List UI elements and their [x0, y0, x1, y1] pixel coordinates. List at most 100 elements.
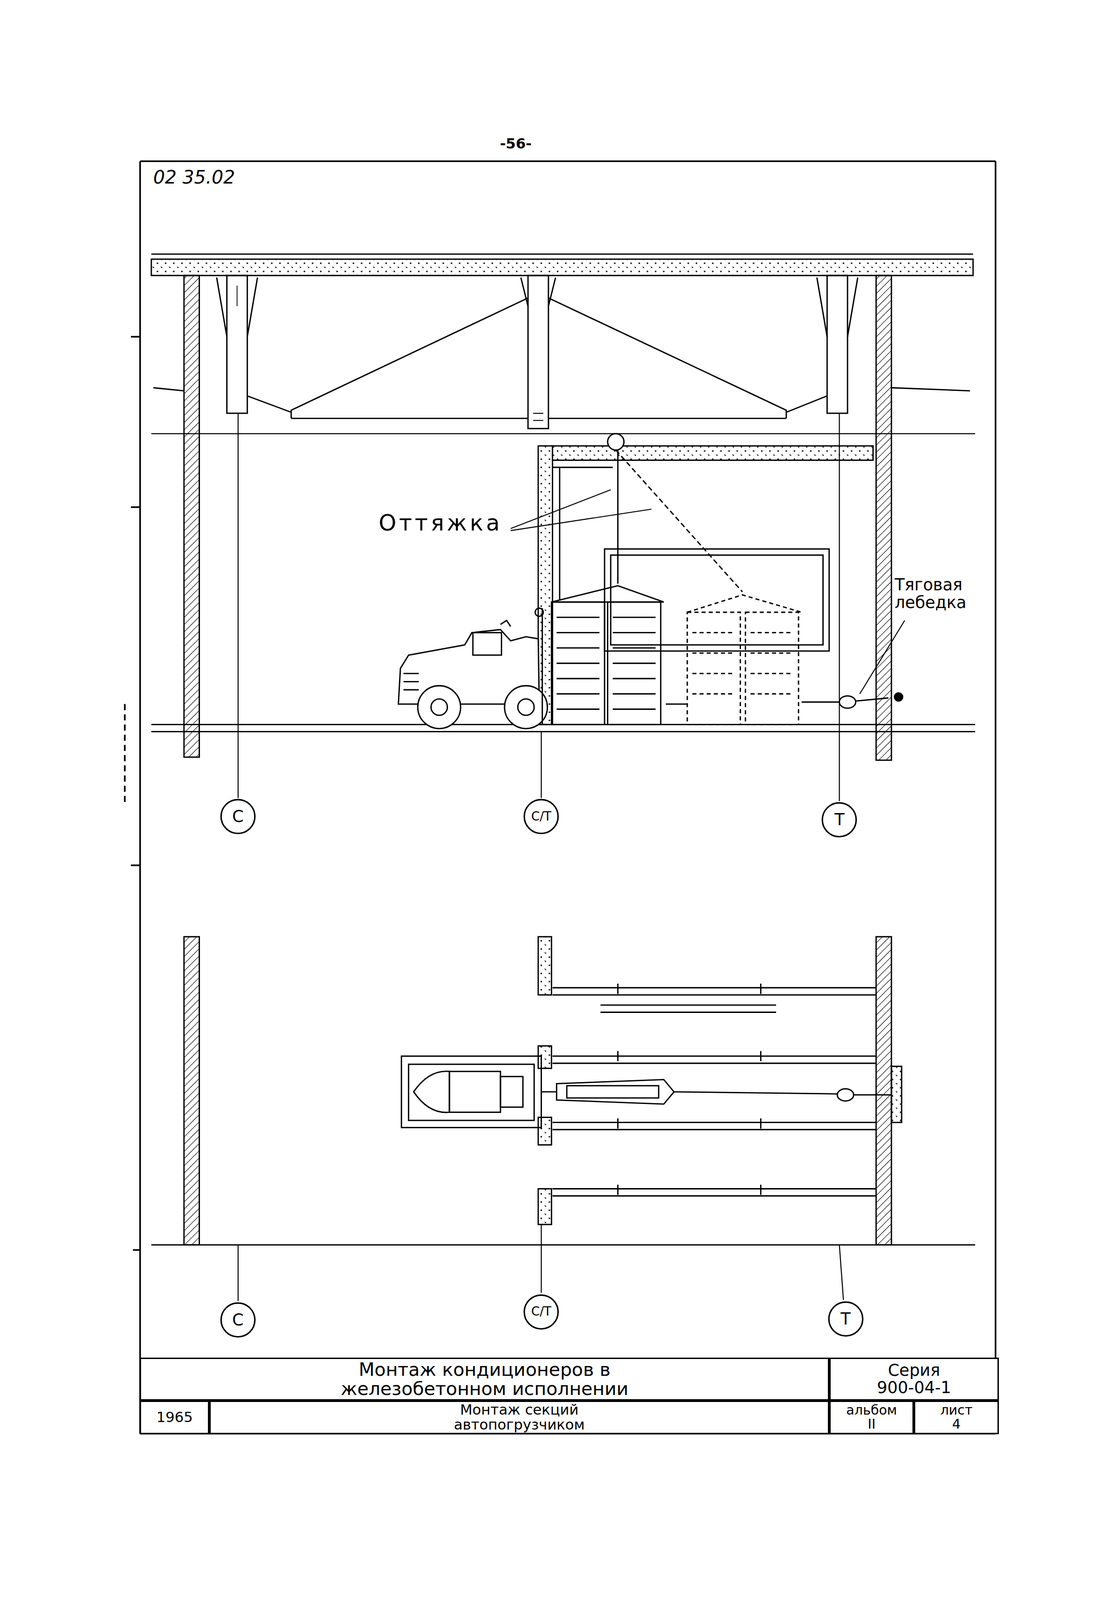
axis-label: С — [232, 1311, 244, 1330]
building-section-part — [227, 275, 248, 414]
forklift-side — [398, 608, 548, 729]
title-block-cell: Серия900-04-1 — [829, 1358, 999, 1402]
forklift-side-part — [541, 608, 543, 725]
plan-view-part — [552, 1122, 877, 1130]
ac-sections-part-part — [745, 612, 799, 725]
title-block-text: лист — [940, 1403, 973, 1418]
plan-view-part — [876, 937, 892, 1246]
building-section-part — [151, 433, 976, 435]
plan-view-part — [538, 937, 552, 996]
rigging — [510, 434, 743, 603]
plan-view-part — [151, 1244, 976, 1247]
sheet-frame-part — [123, 704, 126, 807]
title-block-cell: Монтаж кондиционеров в железобетонном ис… — [139, 1358, 830, 1402]
title-block-cell: Монтаж секций автопогрузчиком — [209, 1401, 830, 1435]
building-section-part — [236, 285, 238, 307]
plan-view — [151, 937, 976, 1302]
forklift-plan-part — [541, 1091, 557, 1093]
axis-circle — [524, 800, 558, 834]
sheet-frame-part — [130, 335, 141, 338]
plan-view-part — [839, 1245, 844, 1301]
conditioner-chamber-part — [604, 549, 830, 652]
axis-label: Т — [840, 1310, 851, 1329]
sheet-frame-part — [139, 161, 141, 1435]
conditioner-chamber-part — [552, 467, 613, 601]
plan-view-part — [617, 983, 761, 1196]
plan-view-part — [538, 1118, 552, 1146]
axis-circle — [822, 803, 857, 837]
forklift-side-part — [472, 633, 502, 656]
sheet-frame — [124, 161, 996, 1435]
sheet-frame-part — [994, 161, 997, 1435]
building-section-part — [291, 298, 528, 419]
ac-sections-part — [607, 602, 662, 725]
ac-sections-part-part — [687, 595, 802, 613]
callout-label: Тяговая лебедка — [894, 576, 993, 613]
building-section-part — [151, 259, 974, 276]
building-section-part — [816, 277, 858, 337]
sheet-frame-part — [130, 506, 141, 508]
title-block-text: Серия — [887, 1362, 941, 1380]
rigging-part — [615, 450, 743, 593]
forklift-side-part — [517, 699, 535, 716]
conditioner-chamber — [538, 446, 874, 725]
title-block-text: 4 — [952, 1417, 961, 1432]
forklift-plan-part — [408, 1064, 535, 1121]
axis-marker: С/Т — [522, 798, 560, 836]
conditioner-chamber-part — [538, 446, 553, 725]
forklift-plan-part — [401, 1056, 542, 1128]
plan-view-part — [184, 937, 200, 1246]
traction-winch-part — [839, 696, 856, 709]
page-number: -56- — [479, 135, 552, 152]
section-being-pulled-part — [891, 1066, 902, 1123]
forklift-plan-part — [500, 1076, 523, 1108]
forklift-plan-part — [413, 1071, 449, 1113]
axis-marker: Т — [827, 1301, 865, 1339]
axis-label: Т — [834, 811, 845, 829]
axis-label: С/Т — [531, 1305, 552, 1319]
traction-winch-part — [855, 698, 889, 702]
title-block-text: 900-04-1 — [876, 1379, 952, 1397]
building-section-part — [216, 277, 258, 337]
ac-sections-part — [612, 617, 656, 710]
ac-sections — [551, 595, 802, 725]
axis-label: С/Т — [531, 810, 552, 824]
building-section-part — [184, 275, 200, 758]
building-section-part — [548, 298, 787, 419]
traction-winch-part — [859, 620, 905, 694]
title-block-cell: лист4 — [913, 1401, 999, 1435]
plan-view-part — [552, 988, 877, 996]
axis-label: С — [232, 808, 244, 826]
axis-marker: С/Т — [522, 1294, 560, 1332]
section-being-pulled — [556, 1066, 902, 1123]
building-section-part — [876, 275, 892, 761]
forklift-side-part — [500, 620, 511, 627]
ac-sections-part-part — [687, 612, 741, 725]
building-section-part — [540, 732, 542, 799]
rigging-part — [607, 434, 625, 451]
conditioner-chamber-part — [610, 555, 823, 646]
section-being-pulled-part — [674, 1092, 838, 1095]
section-being-pulled-part — [566, 1086, 659, 1099]
building-section-part — [153, 387, 970, 392]
forklift-plan-part — [449, 1071, 501, 1113]
forklift-plan — [401, 1056, 557, 1128]
sheet-frame-part — [140, 160, 996, 162]
ac-sections-part — [551, 602, 605, 725]
rigging-part — [510, 490, 652, 531]
building-section-part — [838, 413, 840, 802]
forklift-side-part — [403, 673, 420, 691]
sheet-frame-part — [133, 1249, 141, 1252]
section-being-pulled-part — [556, 1080, 674, 1105]
forklift-side-part — [431, 699, 448, 716]
drawing-code: 02 35.02 — [153, 167, 317, 188]
plan-view-part — [552, 1189, 877, 1197]
ac-sections-part — [556, 617, 600, 710]
forklift-side-part — [417, 685, 461, 729]
title-block-text: 1965 — [156, 1410, 193, 1426]
forklift-side-part — [534, 608, 543, 617]
plan-view-part — [237, 1245, 239, 1302]
axis-circle — [828, 1302, 863, 1337]
building-section-part — [533, 413, 544, 421]
